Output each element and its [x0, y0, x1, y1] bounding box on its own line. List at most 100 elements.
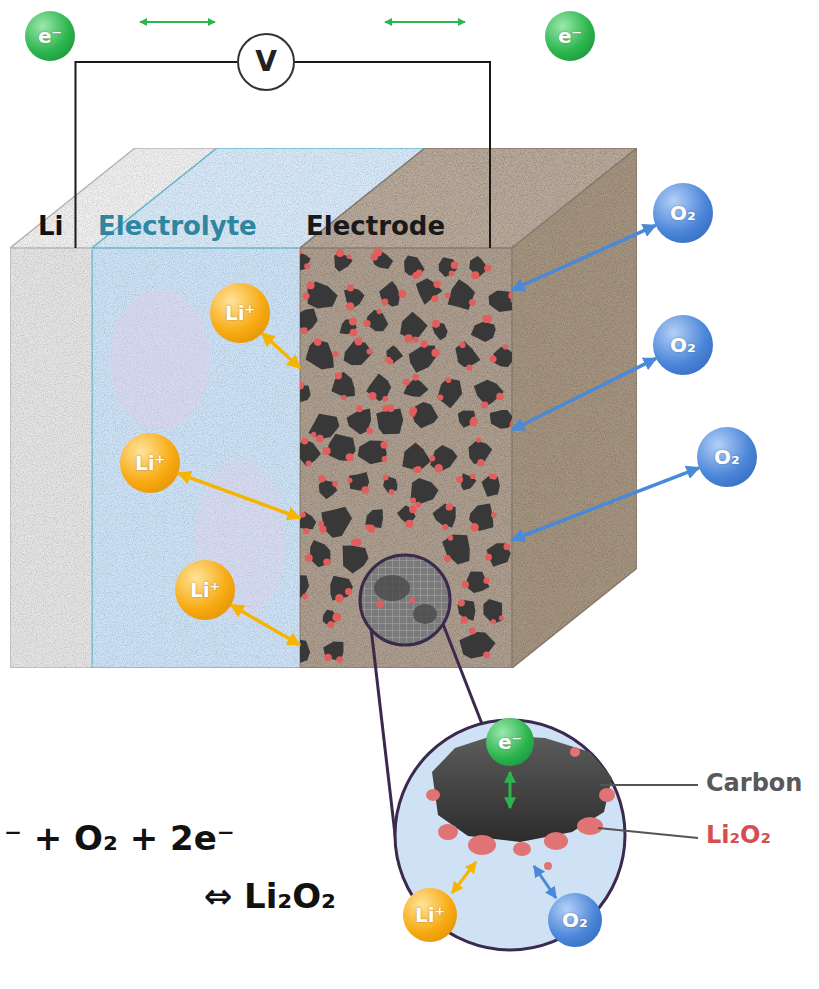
- li2o2-deposit: [485, 554, 492, 561]
- lithium-front-face: [10, 248, 92, 668]
- li2o2-deposit: [459, 342, 465, 348]
- carbon-particle: [300, 309, 318, 334]
- electron-circle: e⁻: [545, 11, 595, 61]
- oxygen-circle: O₂: [653, 315, 713, 375]
- li2o2-deposit: [318, 521, 324, 527]
- li2o2-deposit: [300, 248, 302, 255]
- li2o2-deposit: [385, 357, 391, 363]
- li2o2-deposit: [496, 393, 503, 400]
- carbon-particle: [490, 410, 512, 429]
- node-label: Li⁺: [190, 579, 220, 601]
- lithium-ion-circle: Li⁺: [120, 433, 180, 493]
- carbon-particle: [483, 599, 502, 624]
- li2o2-deposit: [503, 344, 508, 349]
- li2o2-deposit: [437, 395, 443, 401]
- li2o2-deposit: [381, 441, 388, 448]
- li2o2-deposit: [345, 588, 352, 595]
- li2o2-deposit: [356, 405, 363, 412]
- li2o2-deposit: [477, 459, 484, 466]
- li2o2-deposit: [409, 411, 415, 417]
- li2o2-deposit: [300, 512, 306, 518]
- li2o2-deposit: [448, 535, 453, 540]
- node-label: Li⁺: [135, 452, 165, 474]
- leader-line: [598, 828, 698, 838]
- carbon-particle: [343, 546, 369, 574]
- li2o2-deposit: [361, 486, 369, 494]
- electrolyte-front-face: [92, 248, 300, 668]
- carbon-particle: [461, 473, 476, 490]
- li2o2-deposit: [456, 476, 463, 483]
- carbon-particle: [300, 251, 311, 271]
- li2o2-deposit: [513, 842, 531, 856]
- li2o2-deposit: [316, 435, 324, 443]
- carbon-particle: [467, 571, 490, 593]
- li2o2-deposit: [446, 377, 452, 383]
- li2o2-deposit: [412, 374, 418, 380]
- electron-circle: e⁻: [25, 11, 75, 61]
- li2o2-deposit: [577, 817, 603, 835]
- li2o2-deposit: [432, 320, 440, 328]
- electron-circle: e⁻: [486, 718, 534, 766]
- layer-label: Li: [38, 212, 63, 241]
- carbon-particle: [366, 310, 389, 332]
- ion-arrow: [452, 862, 476, 893]
- li2o2-deposit: [350, 329, 358, 337]
- oxygen-arrow: [512, 358, 656, 430]
- li2o2-deposit: [303, 528, 309, 534]
- li2o2-deposit: [302, 594, 308, 600]
- li2o2-deposit: [336, 656, 343, 663]
- li2o2-deposit: [433, 321, 439, 327]
- li2o2-deposit: [383, 396, 389, 402]
- li2o2-deposit: [300, 381, 304, 389]
- li2o2-deposit: [491, 619, 496, 624]
- li2o2-deposit: [383, 475, 389, 481]
- li2o2-deposit: [349, 317, 357, 325]
- layer-label: Electrode: [306, 212, 445, 241]
- carbon-particle: [325, 434, 355, 461]
- li2o2-deposit: [476, 438, 481, 443]
- li2o2-deposit: [346, 453, 354, 461]
- li2o2-deposit: [421, 340, 428, 347]
- li2o2-deposit: [354, 539, 362, 547]
- li2o2-deposit: [470, 474, 475, 479]
- li2o2-deposit: [432, 349, 440, 357]
- li2o2-deposit: [499, 616, 504, 621]
- carbon-particle: [319, 480, 338, 499]
- node-label: O₂: [670, 202, 696, 224]
- carbon-particle: [310, 540, 331, 567]
- lithium-ion-circle: Li⁺: [403, 888, 457, 942]
- carbon-particle: [469, 504, 493, 531]
- carbon-particle: [300, 575, 309, 600]
- li2o2-deposit: [451, 262, 458, 269]
- li2o2-deposit: [449, 271, 455, 277]
- carbon-particle: [430, 445, 457, 472]
- carbon-particle: [409, 345, 436, 372]
- li2o2-deposit: [347, 478, 352, 483]
- li2o2-deposit: [461, 616, 468, 623]
- li2o2-deposit: [335, 372, 342, 379]
- carbon-particle: [416, 278, 443, 304]
- node-label: e⁻: [558, 25, 582, 47]
- li2o2-deposit: [413, 337, 419, 343]
- lithium-anode-layer: Li: [10, 248, 92, 668]
- oxygen-circle: O₂: [653, 183, 713, 243]
- li2o2-deposit: [410, 498, 416, 504]
- oxygen-arrow: [512, 225, 656, 290]
- carbon-particle: [471, 322, 496, 342]
- li2o2-deposit: [306, 461, 312, 467]
- li2o2-deposit: [469, 628, 476, 635]
- wire: [295, 62, 490, 248]
- li2o2-deposit: [544, 832, 568, 850]
- li2o2-deposit: [511, 298, 512, 303]
- node-label: e⁻: [498, 731, 522, 753]
- li2o2-deposit: [412, 272, 419, 279]
- carbon-particle: [494, 347, 513, 367]
- li2o2-deposit: [347, 254, 352, 259]
- oxygen-circle: O₂: [548, 893, 602, 947]
- li2o2-deposit: [426, 789, 440, 801]
- li2o2-deposit: [305, 554, 313, 562]
- li2o2-deposit: [346, 302, 354, 310]
- li2o2-deposit: [508, 292, 512, 300]
- lithium-ion-circle: Li⁺: [210, 283, 270, 343]
